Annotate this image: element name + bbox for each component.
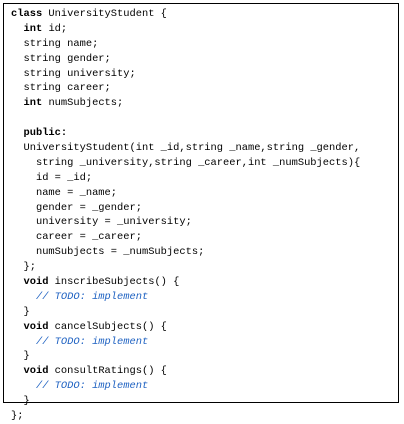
code-line: gender = _gender; xyxy=(11,201,360,216)
code-indent xyxy=(11,68,23,80)
code-line: void consultRatings() { xyxy=(11,364,360,379)
code-indent xyxy=(11,202,36,214)
code-line: }; xyxy=(11,409,360,424)
code-indent xyxy=(11,350,23,362)
code-indent xyxy=(11,53,23,65)
code-listing: class UniversityStudent { int id; string… xyxy=(11,7,360,424)
code-keyword: void xyxy=(23,320,49,333)
code-line: } xyxy=(11,305,360,320)
code-line: }; xyxy=(11,260,360,275)
code-token: cancelSubjects() { xyxy=(48,320,167,333)
code-token: numSubjects; xyxy=(42,97,124,110)
code-indent xyxy=(11,231,36,243)
code-indent xyxy=(11,321,23,333)
code-line: } xyxy=(11,349,360,364)
code-keyword: void xyxy=(23,276,49,289)
code-token: string career; xyxy=(23,82,111,95)
code-indent xyxy=(11,216,36,228)
code-indent xyxy=(11,261,23,273)
code-keyword: class xyxy=(11,8,43,20)
code-indent xyxy=(11,395,23,407)
code-line: string name; xyxy=(11,37,360,52)
code-indent xyxy=(11,97,23,109)
code-token: university = _university; xyxy=(35,216,192,229)
code-token: string gender; xyxy=(23,52,111,65)
code-line: id = _id; xyxy=(11,171,360,186)
code-line: int id; xyxy=(11,22,360,37)
code-indent xyxy=(11,291,36,303)
code-line: } xyxy=(11,394,360,409)
code-token: name = _name; xyxy=(35,186,118,199)
code-line: UniversityStudent(int _id,string _name,s… xyxy=(11,141,360,156)
code-indent xyxy=(11,306,23,318)
code-indent xyxy=(11,172,36,184)
code-keyword: int xyxy=(23,97,43,110)
code-indent xyxy=(11,142,23,154)
code-line: string _university,string _career,int _n… xyxy=(11,156,360,171)
code-indent xyxy=(11,336,36,348)
code-line: // TODO: implement xyxy=(11,335,360,350)
code-line: career = _career; xyxy=(11,230,360,245)
code-token: string name; xyxy=(23,37,99,50)
code-line: university = _university; xyxy=(11,215,360,230)
code-indent xyxy=(11,38,23,50)
code-line: public: xyxy=(11,126,360,141)
code-comment: // TODO: implement xyxy=(35,380,149,393)
code-line xyxy=(11,111,360,126)
code-token: string university; xyxy=(23,67,136,80)
code-indent xyxy=(11,157,36,169)
code-token: }; xyxy=(23,261,36,274)
code-token: career = _career; xyxy=(35,231,142,244)
code-token: consultRatings() { xyxy=(48,365,167,378)
code-indent xyxy=(11,82,23,94)
code-indent xyxy=(11,127,23,139)
code-comment: // TODO: implement xyxy=(35,335,149,348)
code-line: name = _name; xyxy=(11,186,360,201)
code-keyword: public: xyxy=(23,127,68,140)
code-indent xyxy=(11,365,23,377)
code-line: // TODO: implement xyxy=(11,290,360,305)
code-line: void inscribeSubjects() { xyxy=(11,275,360,290)
code-token: numSubjects = _numSubjects; xyxy=(35,246,205,259)
code-line: string career; xyxy=(11,81,360,96)
code-keyword: int xyxy=(23,22,43,35)
code-token: inscribeSubjects() { xyxy=(48,276,180,289)
code-comment: // TODO: implement xyxy=(35,290,149,303)
code-listing-frame: class UniversityStudent { int id; string… xyxy=(3,3,399,422)
code-line: string gender; xyxy=(11,52,360,67)
code-token: id = _id; xyxy=(35,171,93,184)
code-token: }; xyxy=(11,410,24,423)
code-token: UniversityStudent(int _id,string _name,s… xyxy=(23,142,361,155)
code-token: } xyxy=(23,350,30,363)
code-token: string _university,string _career,int _n… xyxy=(35,156,361,169)
code-line: numSubjects = _numSubjects; xyxy=(11,245,360,260)
code-indent xyxy=(11,23,23,35)
code-indent xyxy=(11,246,36,258)
code-line: class UniversityStudent { xyxy=(11,7,360,22)
code-token: id; xyxy=(42,22,68,35)
code-line: int numSubjects; xyxy=(11,96,360,111)
code-line: string university; xyxy=(11,67,360,82)
code-line: void cancelSubjects() { xyxy=(11,320,360,335)
code-token: } xyxy=(23,395,30,408)
code-line: // TODO: implement xyxy=(11,379,360,394)
code-indent xyxy=(11,380,36,392)
code-keyword: void xyxy=(23,365,49,378)
code-token: } xyxy=(23,305,30,318)
code-indent xyxy=(11,276,23,288)
code-token: gender = _gender; xyxy=(35,201,142,214)
code-token: UniversityStudent { xyxy=(42,8,167,20)
code-indent xyxy=(11,187,36,199)
